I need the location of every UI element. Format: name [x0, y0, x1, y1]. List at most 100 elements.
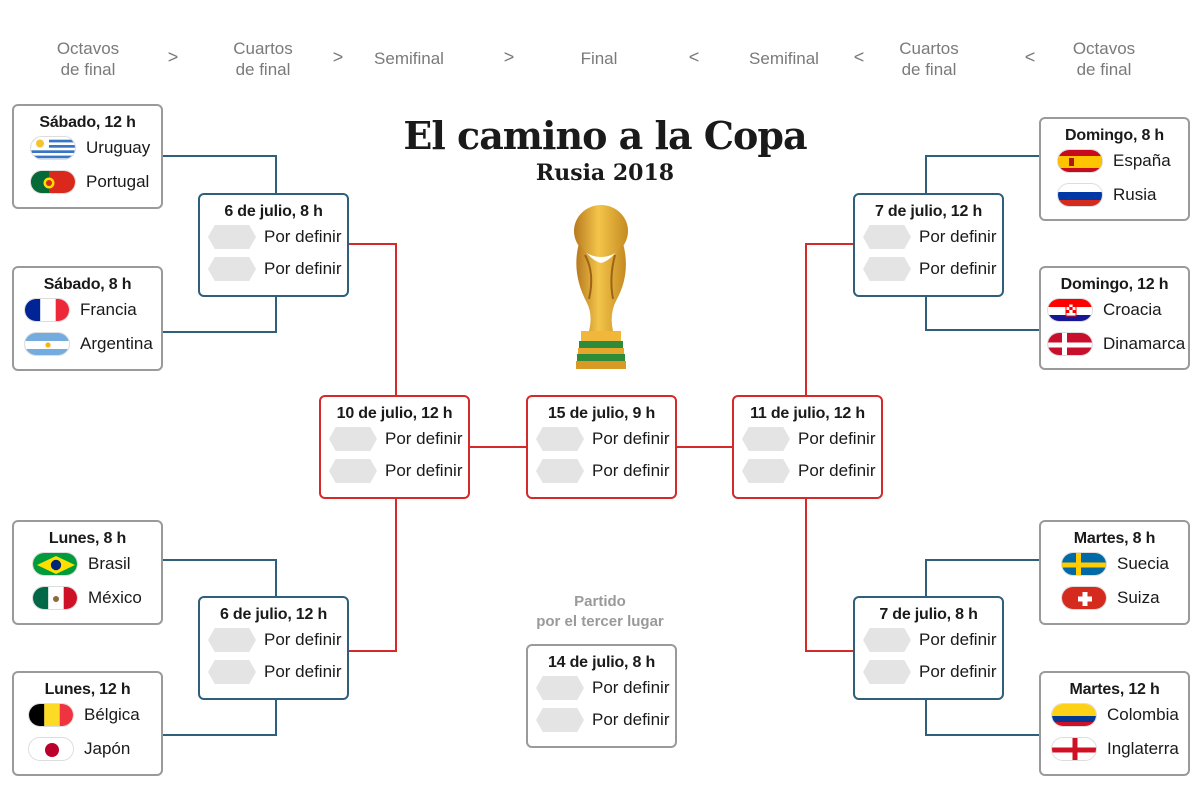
- team-name: Colombia: [1107, 705, 1179, 724]
- connector: [805, 498, 854, 652]
- match-date: 6 de julio, 8 h: [224, 203, 323, 220]
- stage-label-final: Final: [581, 48, 618, 69]
- third-place-line: Partido: [574, 593, 626, 610]
- match-box-round16: Martes, 12 h Colombia Inglaterra: [1039, 671, 1190, 776]
- team-placeholder: [208, 628, 256, 652]
- team-name: Por definir: [798, 461, 876, 480]
- match-box-round16: Lunes, 8 h Brasil México: [12, 520, 163, 625]
- stage-line: Cuartos: [899, 39, 959, 58]
- match-box-semifinal: 10 de julio, 12 h Por definir Por defini…: [319, 395, 470, 499]
- stage-line: Octavos: [56, 39, 120, 58]
- match-box-quarterfinal: 6 de julio, 12 h Por definir Por definir: [198, 596, 349, 700]
- connector: [162, 559, 277, 597]
- stage-line: de final: [901, 60, 957, 79]
- team-row: Por definir: [200, 221, 347, 253]
- team-name: México: [88, 588, 142, 607]
- team-placeholder: [536, 427, 584, 451]
- team-row: Por definir: [321, 423, 468, 455]
- team-name: Inglaterra: [1107, 739, 1179, 758]
- match-date: Martes, 8 h: [1073, 530, 1156, 547]
- team-name: Por definir: [385, 429, 463, 448]
- match-date: Domingo, 12 h: [1060, 276, 1169, 293]
- team-row: Argentina: [14, 328, 161, 360]
- team-placeholder: [863, 660, 911, 684]
- match-date: 11 de julio, 12 h: [750, 405, 865, 422]
- team-name: Por definir: [919, 259, 997, 278]
- team-row: Por definir: [200, 656, 347, 688]
- match-date: 15 de julio, 9 h: [547, 405, 656, 422]
- team-row: Por definir: [528, 704, 675, 736]
- team-row: Japón: [14, 733, 161, 765]
- team-name: España: [1113, 151, 1171, 170]
- team-row: Por definir: [528, 672, 675, 704]
- team-name: Suiza: [1117, 588, 1160, 607]
- stage-line: Octavos: [1072, 39, 1136, 58]
- team-placeholder: [863, 225, 911, 249]
- russia-flag-icon: [1057, 183, 1103, 207]
- team-row: Por definir: [855, 624, 1002, 656]
- connector: [162, 297, 277, 333]
- team-row: Rusia: [1041, 179, 1188, 211]
- connector: [925, 155, 1040, 194]
- match-box-semifinal: 11 de julio, 12 h Por definir Por defini…: [732, 395, 883, 499]
- denmark-flag-icon: [1047, 332, 1093, 356]
- team-name: Por definir: [385, 461, 463, 480]
- stage-arrow: >: [167, 47, 179, 67]
- team-placeholder: [329, 459, 377, 483]
- stage-line: Final: [580, 49, 618, 68]
- stage-arrow: <: [853, 47, 865, 67]
- team-name: Por definir: [264, 630, 342, 649]
- team-name: Por definir: [264, 259, 342, 278]
- team-name: Por definir: [264, 227, 342, 246]
- stage-line: de final: [1076, 60, 1132, 79]
- team-placeholder: [208, 225, 256, 249]
- team-placeholder: [208, 257, 256, 281]
- team-row: Portugal: [14, 166, 161, 198]
- france-flag-icon: [24, 298, 70, 322]
- team-name: Brasil: [88, 554, 131, 573]
- stage-line: de final: [235, 60, 291, 79]
- argentina-flag-icon: [24, 332, 70, 356]
- match-box-quarterfinal: 7 de julio, 8 h Por definir Por definir: [853, 596, 1004, 700]
- team-name: Japón: [84, 739, 131, 758]
- connector: [162, 700, 277, 736]
- match-box-round16: Martes, 8 h Suecia Suiza: [1039, 520, 1190, 625]
- team-name: Portugal: [86, 172, 150, 191]
- team-placeholder: [536, 676, 584, 700]
- team-name: Por definir: [919, 630, 997, 649]
- croatia-flag-icon: [1047, 298, 1093, 322]
- stage-arrow: <: [688, 47, 700, 67]
- team-placeholder: [742, 427, 790, 451]
- team-row: Uruguay: [14, 132, 161, 164]
- colombia-flag-icon: [1051, 703, 1097, 727]
- connector: [348, 243, 397, 396]
- uruguay-flag-icon: [30, 136, 76, 160]
- connector: [162, 155, 277, 194]
- world-cup-trophy-icon: [574, 205, 628, 369]
- stage-arrow: <: [1024, 47, 1036, 67]
- connector: [348, 498, 397, 652]
- stage-label-octavos-right: Octavos de final: [1073, 38, 1135, 80]
- team-row: Suiza: [1041, 582, 1188, 614]
- team-name: Bélgica: [84, 705, 140, 724]
- team-name: Por definir: [919, 662, 997, 681]
- stage-line: de final: [60, 60, 116, 79]
- team-row: Bélgica: [14, 699, 161, 731]
- team-name: Por definir: [592, 678, 670, 697]
- connector: [925, 700, 1040, 736]
- team-row: Brasil: [14, 548, 161, 580]
- spain-flag-icon: [1057, 149, 1103, 173]
- team-placeholder: [208, 660, 256, 684]
- team-row: México: [14, 582, 161, 614]
- match-date: Domingo, 8 h: [1065, 127, 1164, 144]
- team-row: Por definir: [734, 423, 881, 455]
- connector: [925, 297, 1040, 331]
- stage-label-cuartos-right: Cuartos de final: [899, 38, 959, 80]
- team-row: Por definir: [200, 624, 347, 656]
- connector: [805, 243, 854, 396]
- team-row: Suecia: [1041, 548, 1188, 580]
- stage-label-semifinal-right: Semifinal: [749, 48, 819, 69]
